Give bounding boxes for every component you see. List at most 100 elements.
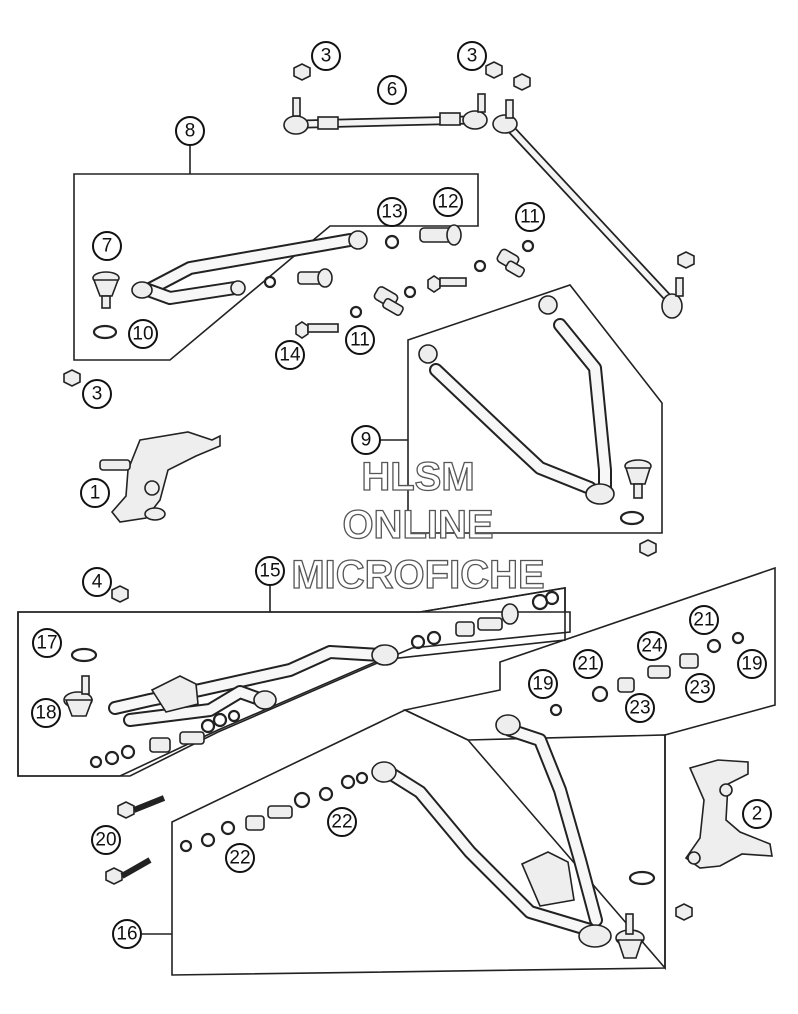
svg-text:21: 21 bbox=[693, 610, 714, 631]
nut bbox=[677, 251, 695, 269]
callout-3: 3 bbox=[82, 379, 112, 409]
callout-23: 23 bbox=[625, 693, 655, 723]
ball-joint-16 bbox=[615, 913, 645, 959]
nut bbox=[63, 369, 81, 387]
nut bbox=[293, 63, 311, 81]
bushings-group-8 bbox=[263, 224, 462, 289]
callout-24: 24 bbox=[637, 631, 667, 661]
callout-19: 19 bbox=[528, 669, 558, 699]
callout-16: 16 bbox=[112, 919, 142, 949]
svg-text:15: 15 bbox=[259, 561, 280, 582]
callout-8: 8 bbox=[175, 116, 205, 146]
callout-15: 15 bbox=[255, 556, 285, 586]
watermark-line-1: HLSM bbox=[361, 455, 474, 499]
svg-text:21: 21 bbox=[577, 654, 598, 675]
callout-17: 17 bbox=[32, 628, 62, 658]
ball-joint-9 bbox=[624, 459, 652, 499]
svg-text:6: 6 bbox=[387, 80, 398, 101]
svg-text:24: 24 bbox=[641, 636, 663, 657]
group-frame-8 bbox=[73, 173, 479, 361]
ball-joint-18 bbox=[63, 675, 94, 717]
lower-a-arm-left bbox=[108, 644, 399, 727]
tie-rod-short bbox=[283, 93, 488, 135]
svg-text:19: 19 bbox=[532, 674, 553, 695]
svg-text:3: 3 bbox=[467, 46, 478, 67]
lower-a-arm-right bbox=[371, 714, 612, 948]
callout-14: 14 bbox=[275, 340, 305, 370]
bolts-20 bbox=[105, 795, 166, 885]
callout-6: 6 bbox=[377, 75, 407, 105]
callout-22: 22 bbox=[327, 807, 357, 837]
bushings-group-15 bbox=[89, 590, 560, 769]
bolts-middle bbox=[295, 239, 535, 339]
callout-10: 10 bbox=[128, 319, 158, 349]
svg-text:7: 7 bbox=[102, 236, 113, 257]
svg-text:3: 3 bbox=[92, 384, 103, 405]
callout-4: 4 bbox=[82, 567, 112, 597]
callout-11: 11 bbox=[345, 325, 375, 355]
spindle-left bbox=[99, 431, 221, 523]
svg-text:8: 8 bbox=[185, 121, 196, 142]
callout-2: 2 bbox=[742, 799, 772, 829]
svg-text:17: 17 bbox=[36, 633, 57, 654]
svg-text:13: 13 bbox=[381, 202, 402, 223]
callout-12: 12 bbox=[433, 187, 463, 217]
svg-text:2: 2 bbox=[752, 804, 763, 825]
svg-text:16: 16 bbox=[116, 924, 137, 945]
nut bbox=[485, 61, 503, 79]
watermark: HLSM ONLINE MICROFICHE bbox=[291, 454, 546, 597]
svg-text:20: 20 bbox=[95, 830, 116, 851]
snap-ring-9 bbox=[619, 510, 645, 526]
callout-3: 3 bbox=[457, 41, 487, 71]
bushings-group-16 bbox=[179, 631, 745, 853]
callout-19: 19 bbox=[737, 649, 767, 679]
nut bbox=[639, 539, 657, 557]
watermark-line-3: MICROFICHE bbox=[291, 553, 544, 597]
snap-ring-16 bbox=[628, 870, 656, 886]
callout-22: 22 bbox=[225, 843, 255, 873]
callout-3: 3 bbox=[311, 41, 341, 71]
callout-1: 1 bbox=[80, 478, 110, 508]
svg-text:22: 22 bbox=[229, 848, 250, 869]
svg-text:9: 9 bbox=[361, 430, 372, 451]
svg-text:19: 19 bbox=[741, 654, 762, 675]
spindle-right bbox=[684, 759, 773, 869]
svg-text:10: 10 bbox=[132, 324, 153, 345]
nut-4 bbox=[111, 585, 129, 603]
group-frame-15-outline bbox=[17, 587, 566, 777]
watermark-line-2: ONLINE bbox=[342, 503, 493, 547]
group-frame-9 bbox=[407, 284, 663, 534]
svg-text:14: 14 bbox=[279, 345, 301, 366]
svg-text:23: 23 bbox=[689, 678, 710, 699]
group-frame-16 bbox=[171, 709, 666, 976]
svg-text:22: 22 bbox=[331, 812, 352, 833]
upper-a-arm-right bbox=[418, 295, 615, 505]
svg-text:12: 12 bbox=[437, 192, 458, 213]
ball-joint-7 bbox=[92, 271, 120, 309]
svg-text:3: 3 bbox=[321, 46, 332, 67]
callout-13: 13 bbox=[377, 197, 407, 227]
callout-18: 18 bbox=[31, 698, 61, 728]
svg-text:4: 4 bbox=[92, 572, 103, 593]
nut bbox=[513, 73, 531, 91]
svg-text:11: 11 bbox=[350, 330, 370, 351]
svg-text:1: 1 bbox=[90, 483, 101, 504]
group-frame-15 bbox=[17, 587, 571, 777]
callout-21: 21 bbox=[689, 605, 719, 635]
svg-text:11: 11 bbox=[520, 207, 540, 228]
snap-ring-10 bbox=[92, 324, 118, 340]
callout-7: 7 bbox=[92, 231, 122, 261]
svg-text:23: 23 bbox=[629, 698, 650, 719]
callout-21: 21 bbox=[573, 649, 603, 679]
callout-20: 20 bbox=[91, 825, 121, 855]
nut bbox=[675, 903, 693, 921]
upper-a-arm-left bbox=[131, 230, 368, 305]
tie-rod-long bbox=[492, 99, 684, 319]
callout-11: 11 bbox=[515, 202, 545, 232]
svg-text:18: 18 bbox=[35, 703, 56, 724]
callout-23: 23 bbox=[685, 673, 715, 703]
snap-ring-17 bbox=[70, 647, 98, 663]
callout-9: 9 bbox=[351, 425, 381, 455]
